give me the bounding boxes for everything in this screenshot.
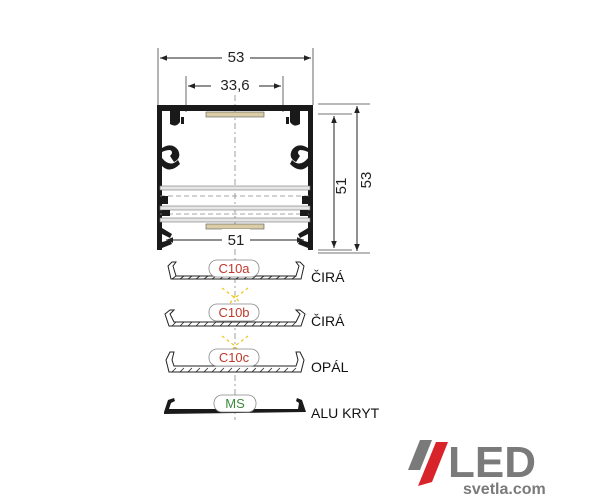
cover-code-c10b: C10b — [218, 305, 249, 320]
cover-label-c10c: OPÁL — [311, 359, 349, 375]
dimension-outer-width: 53 — [157, 46, 314, 105]
cover-code-ms: MS — [225, 396, 245, 411]
cover-c10c: C10c OPÁL — [165, 348, 349, 375]
cover-code-c10a: C10a — [218, 261, 250, 276]
ledsvetla-logo: LED svetla.com — [408, 438, 546, 498]
outer-width-label: 53 — [228, 49, 245, 66]
dimension-inner-height: 51 — [318, 113, 352, 251]
logo-sub-text: svetla.com — [463, 481, 546, 498]
bottom-width-label: 51 — [228, 232, 245, 249]
inner-height-label: 51 — [333, 178, 350, 195]
logo-main-text: LED — [448, 438, 536, 487]
cover-c10a: C10a ČIRÁ — [167, 259, 345, 285]
cover-ms: MS ALU KRYT — [164, 394, 380, 421]
outer-height-label: 53 — [358, 172, 375, 189]
cover-label-c10a: ČIRÁ — [311, 269, 345, 285]
dimension-inner-width: 33,6 — [185, 74, 284, 112]
profile-cross-section: 51 — [157, 95, 313, 420]
inner-width-label: 33,6 — [220, 77, 249, 94]
cover-code-c10c: C10c — [219, 350, 250, 365]
cover-label-c10b: ČIRÁ — [311, 313, 345, 329]
dimension-outer-height: 53 — [318, 103, 375, 254]
cover-label-ms: ALU KRYT — [311, 405, 380, 421]
cover-c10b: C10b ČIRÁ — [164, 303, 345, 329]
